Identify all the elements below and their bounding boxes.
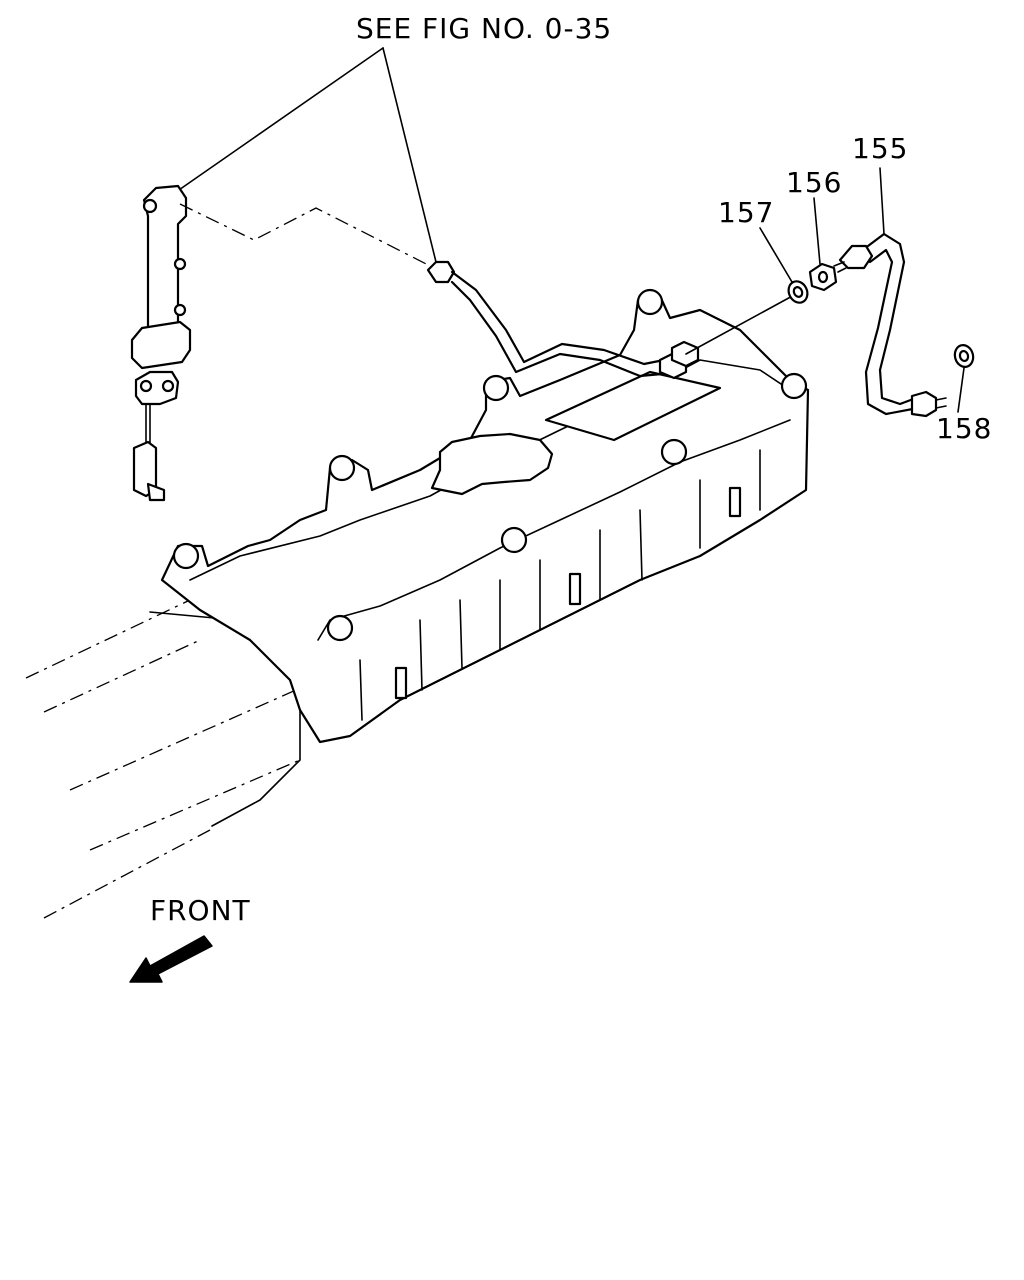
washer-157: [787, 280, 809, 304]
label-155: 155: [852, 132, 908, 165]
reference-leader-right: [382, 47, 437, 263]
rocker-cover: [160, 294, 810, 744]
nut-156: [808, 262, 838, 292]
leader-156: [813, 197, 821, 265]
left-actuator-assembly: [130, 184, 192, 502]
reference-leader-left: [175, 47, 384, 193]
reference-label: SEE FIG NO. 0-35: [356, 12, 612, 45]
label-157: 157: [718, 196, 774, 229]
cover-studs: [172, 288, 808, 642]
washer-158: [953, 344, 975, 368]
fitting-leader: [685, 293, 797, 355]
label-158: 158: [936, 412, 992, 445]
front-arrow-icon: [129, 935, 213, 983]
leader-155: [879, 167, 885, 235]
breather-pipe: [426, 260, 700, 380]
leader-157: [759, 227, 793, 283]
leader-158: [957, 367, 965, 413]
pipe-155: [833, 232, 947, 418]
front-label: FRONT: [150, 894, 251, 927]
centre-line-left: [179, 203, 439, 271]
label-156: 156: [786, 166, 842, 199]
